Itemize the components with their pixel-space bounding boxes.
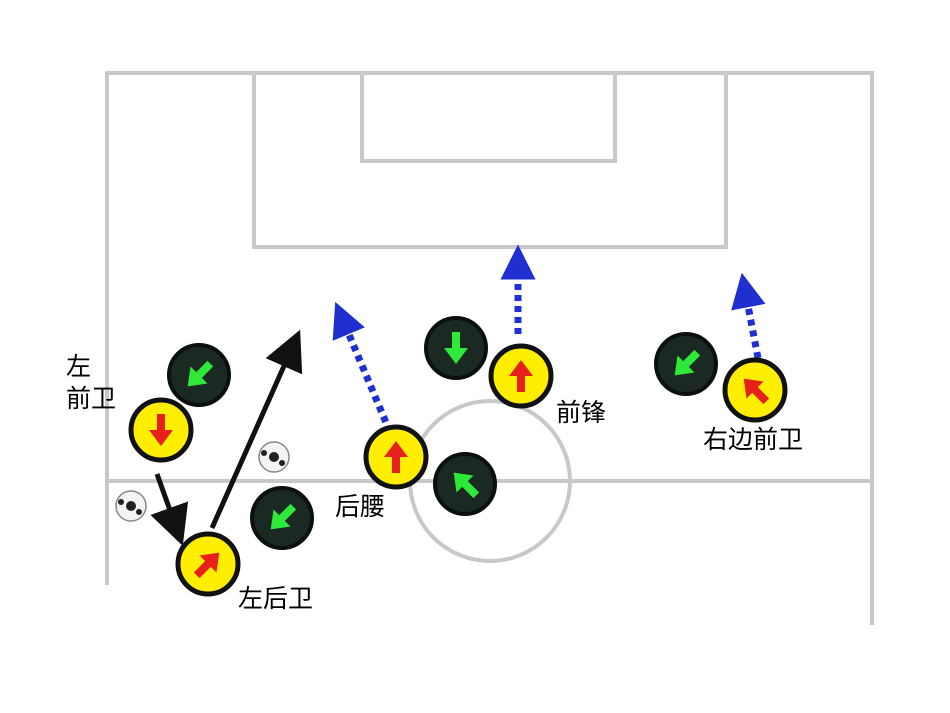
player-right-midfielder [722, 357, 788, 423]
opponent-player [424, 316, 488, 380]
label-left-back: 左后卫 [238, 584, 314, 613]
arrow-up-icon [509, 360, 533, 392]
team-a-players [128, 343, 788, 597]
ball-icon [258, 441, 290, 473]
pass-arrow-down [150, 473, 189, 546]
opponent-player [654, 332, 718, 396]
arrow-down-left-icon [270, 503, 297, 530]
arrow-down-icon [149, 414, 173, 446]
player-left-back [175, 531, 241, 597]
run-arrow-right-mid [731, 272, 766, 359]
arrow-down-left-icon [674, 349, 701, 376]
label-forward: 前锋 [556, 398, 607, 427]
label-left-midfielder-line1: 左 [66, 352, 92, 381]
label-right-midfielder: 右边前卫 [703, 425, 804, 454]
balls [115, 441, 290, 522]
opponent-player [167, 343, 231, 407]
arrow-down-left-icon [187, 360, 214, 387]
team-b-players [167, 316, 718, 550]
arrow-up-right-icon [193, 552, 220, 579]
label-left-midfielder-line2: 前卫 [66, 384, 117, 413]
arrow-down-icon [444, 332, 468, 364]
arrow-up-icon [384, 441, 408, 473]
opponent-player [250, 486, 314, 550]
player-forward [488, 343, 554, 409]
opponent-player [433, 452, 497, 516]
run-arrow-def-mid [332, 301, 394, 434]
player-left-midfielder [128, 397, 194, 463]
ball-icon [115, 490, 147, 522]
pass-arrow-up [209, 329, 303, 530]
movement-arrows [150, 244, 766, 546]
player-defensive-midfielder [363, 424, 429, 490]
arrow-up-left-icon [453, 472, 480, 499]
label-defensive-midfielder: 后腰 [335, 492, 386, 521]
goal-box [360, 71, 617, 163]
arrow-up-left-icon [743, 378, 770, 405]
